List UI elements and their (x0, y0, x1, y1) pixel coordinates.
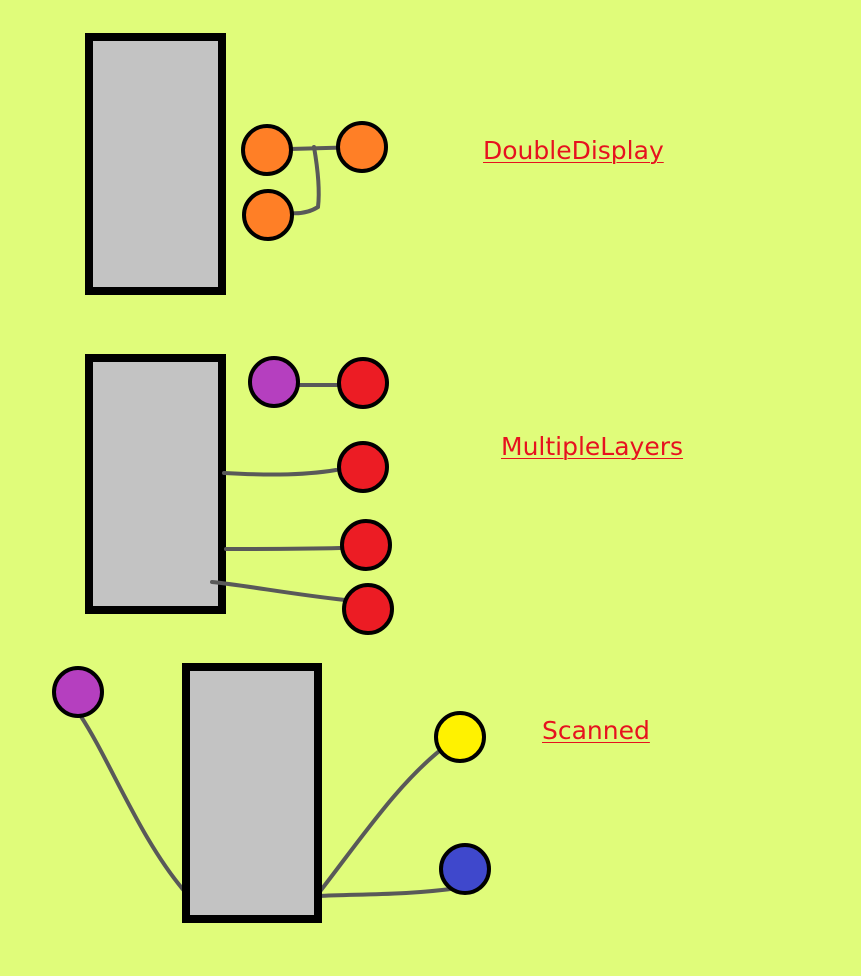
multiple-layers-link[interactable]: MultipleLayers (501, 432, 684, 461)
scanned-connector-purple (78, 713, 188, 895)
blue-node (439, 843, 491, 895)
orange-node-left (241, 124, 293, 176)
multiple-layers-connector-1 (222, 468, 338, 477)
orange-node-right (336, 121, 388, 173)
purple-node-left (52, 666, 104, 718)
multiple-layers-connector-3 (210, 580, 347, 602)
multiple-layers-device (85, 354, 226, 614)
multiple-layers-connector-2 (224, 546, 342, 551)
red-node-3 (340, 519, 392, 571)
multiple-layers-group (85, 354, 394, 635)
scanned-connector-blue (316, 886, 460, 898)
red-node-1 (337, 357, 389, 409)
double-display-link[interactable]: DoubleDisplay (483, 136, 664, 165)
scanned-group (52, 663, 491, 923)
orange-node-bottom (242, 189, 294, 241)
scanned-connector-yellow (316, 743, 449, 896)
double-display-connector-bottom (288, 145, 321, 216)
double-display-device (85, 33, 226, 295)
double-display-group (85, 33, 388, 295)
red-node-4 (342, 583, 394, 635)
purple-node-top (248, 356, 300, 408)
yellow-node (434, 711, 486, 763)
scanned-link[interactable]: Scanned (542, 716, 650, 745)
scanned-device (182, 663, 322, 923)
red-node-2 (337, 441, 389, 493)
